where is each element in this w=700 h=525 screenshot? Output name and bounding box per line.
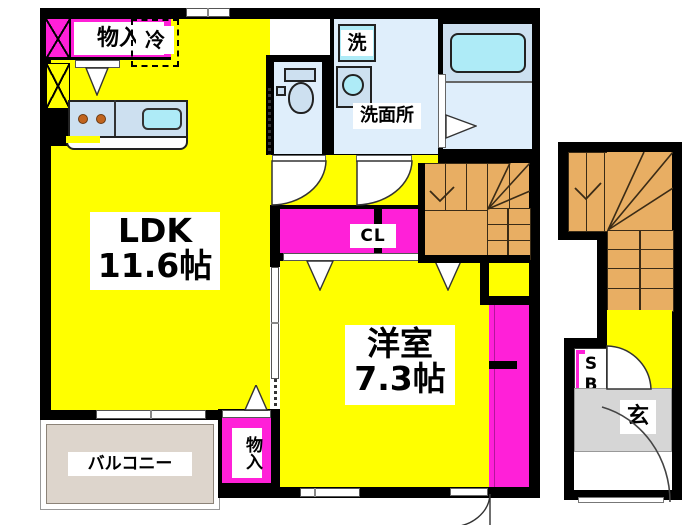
entry-block-wall-notch xyxy=(558,230,606,240)
closet-left-hatch-icon xyxy=(46,63,70,109)
stove-burner-right-icon xyxy=(96,114,106,124)
entry-block-wall-left-bottom xyxy=(564,338,607,348)
closet-top-triangle-outline-icon xyxy=(84,67,110,96)
stairs-upper-wall-bottom xyxy=(418,255,530,263)
bathroom-door-leaf xyxy=(438,74,446,148)
refrigerator-space xyxy=(131,19,179,67)
western-right-closet xyxy=(489,305,529,487)
western-window-mullion xyxy=(314,488,316,497)
entry-block-wall-far-left xyxy=(564,338,574,496)
toilet-tank xyxy=(284,68,316,82)
window-top-mullion xyxy=(207,8,209,17)
stair-tread-split-lower xyxy=(639,230,641,310)
ldk-area: 11.6帖 xyxy=(97,245,213,285)
stair-tread xyxy=(607,288,674,312)
western-room-area: 7.3帖 xyxy=(354,358,446,398)
bathtub-edge-line xyxy=(443,81,532,83)
ldk-western-door-mullion xyxy=(271,322,279,324)
stairs-upper-wall-left xyxy=(418,163,425,259)
balcony-label: バルコニー xyxy=(68,452,192,476)
western-room-name: 洋室 xyxy=(367,324,433,363)
exterior-wall-left xyxy=(40,8,51,420)
western-window-bottom xyxy=(300,488,360,497)
wash-basin-bowl xyxy=(342,74,364,96)
entry-block-wall-top xyxy=(558,142,682,152)
western-right-wall xyxy=(480,258,489,300)
stairs-lower-winder-lines xyxy=(574,152,673,231)
cl-closet-label: CL xyxy=(350,224,396,248)
washroom-label: 洗面所 xyxy=(353,103,421,129)
exterior-wall-right xyxy=(529,8,540,498)
washroom-door-swing-icon xyxy=(356,160,413,206)
entry-block-wall-left-upper xyxy=(558,142,568,238)
closet-top-divider xyxy=(69,19,71,59)
kitchen-wall-stub xyxy=(40,108,68,146)
ldk-label: LDK 11.6帖 xyxy=(90,212,220,290)
toilet-door-swing-icon xyxy=(271,160,327,206)
toilet-door-rail xyxy=(268,88,271,162)
cl-closet-triangle-right-icon xyxy=(434,260,462,291)
front-door-swing-icon xyxy=(601,406,671,503)
stair-tread-split xyxy=(507,208,509,258)
kitchen-apron-notch xyxy=(66,136,100,143)
toilet-flush-handle-icon xyxy=(276,86,286,96)
stair-tread xyxy=(466,163,490,211)
corridor-floor xyxy=(258,163,268,205)
stairs-upper-winder-lines xyxy=(429,163,530,210)
entry-block-wall-left-lower xyxy=(597,230,607,340)
western-right-closet-line xyxy=(494,305,495,487)
ldk-name: LDK xyxy=(118,211,192,250)
western-door-leaf xyxy=(450,488,488,496)
entry-block-wall-bottom xyxy=(564,490,682,500)
hall-door-swing-icon xyxy=(606,345,652,390)
cl-closet-triangle-left-icon xyxy=(306,260,334,291)
closet-top-bottom-edge xyxy=(46,57,171,60)
stove-burner-left-icon xyxy=(78,114,88,124)
kitchen-counter-divider xyxy=(114,100,116,138)
western-door-swing-icon xyxy=(460,494,491,525)
washer-label: 洗 xyxy=(341,30,373,56)
refrigerator-label: 冷 xyxy=(136,26,174,54)
western-right-closet-divider xyxy=(489,361,517,369)
western-room-label: 洋室 7.3帖 xyxy=(345,325,455,405)
bathroom-folding-door-icon xyxy=(445,113,477,140)
closet-bottom-triangle-icon xyxy=(244,385,268,411)
exterior-wall-top xyxy=(40,8,540,19)
toilet-bowl xyxy=(288,82,314,114)
western-right-wall-2 xyxy=(480,296,529,305)
balcony-door-mullion xyxy=(150,410,152,419)
exterior-wall-bottom-2 xyxy=(218,487,540,498)
front-door-leaf xyxy=(578,497,664,503)
closet-bottom-rail xyxy=(222,410,271,418)
entry-block-wall-right xyxy=(672,142,682,500)
bathtub xyxy=(450,33,526,73)
closet-bottom-label: 物入 xyxy=(232,428,262,478)
closet-top-hatch-icon xyxy=(46,19,70,59)
kitchen-sink-basin xyxy=(142,108,182,130)
